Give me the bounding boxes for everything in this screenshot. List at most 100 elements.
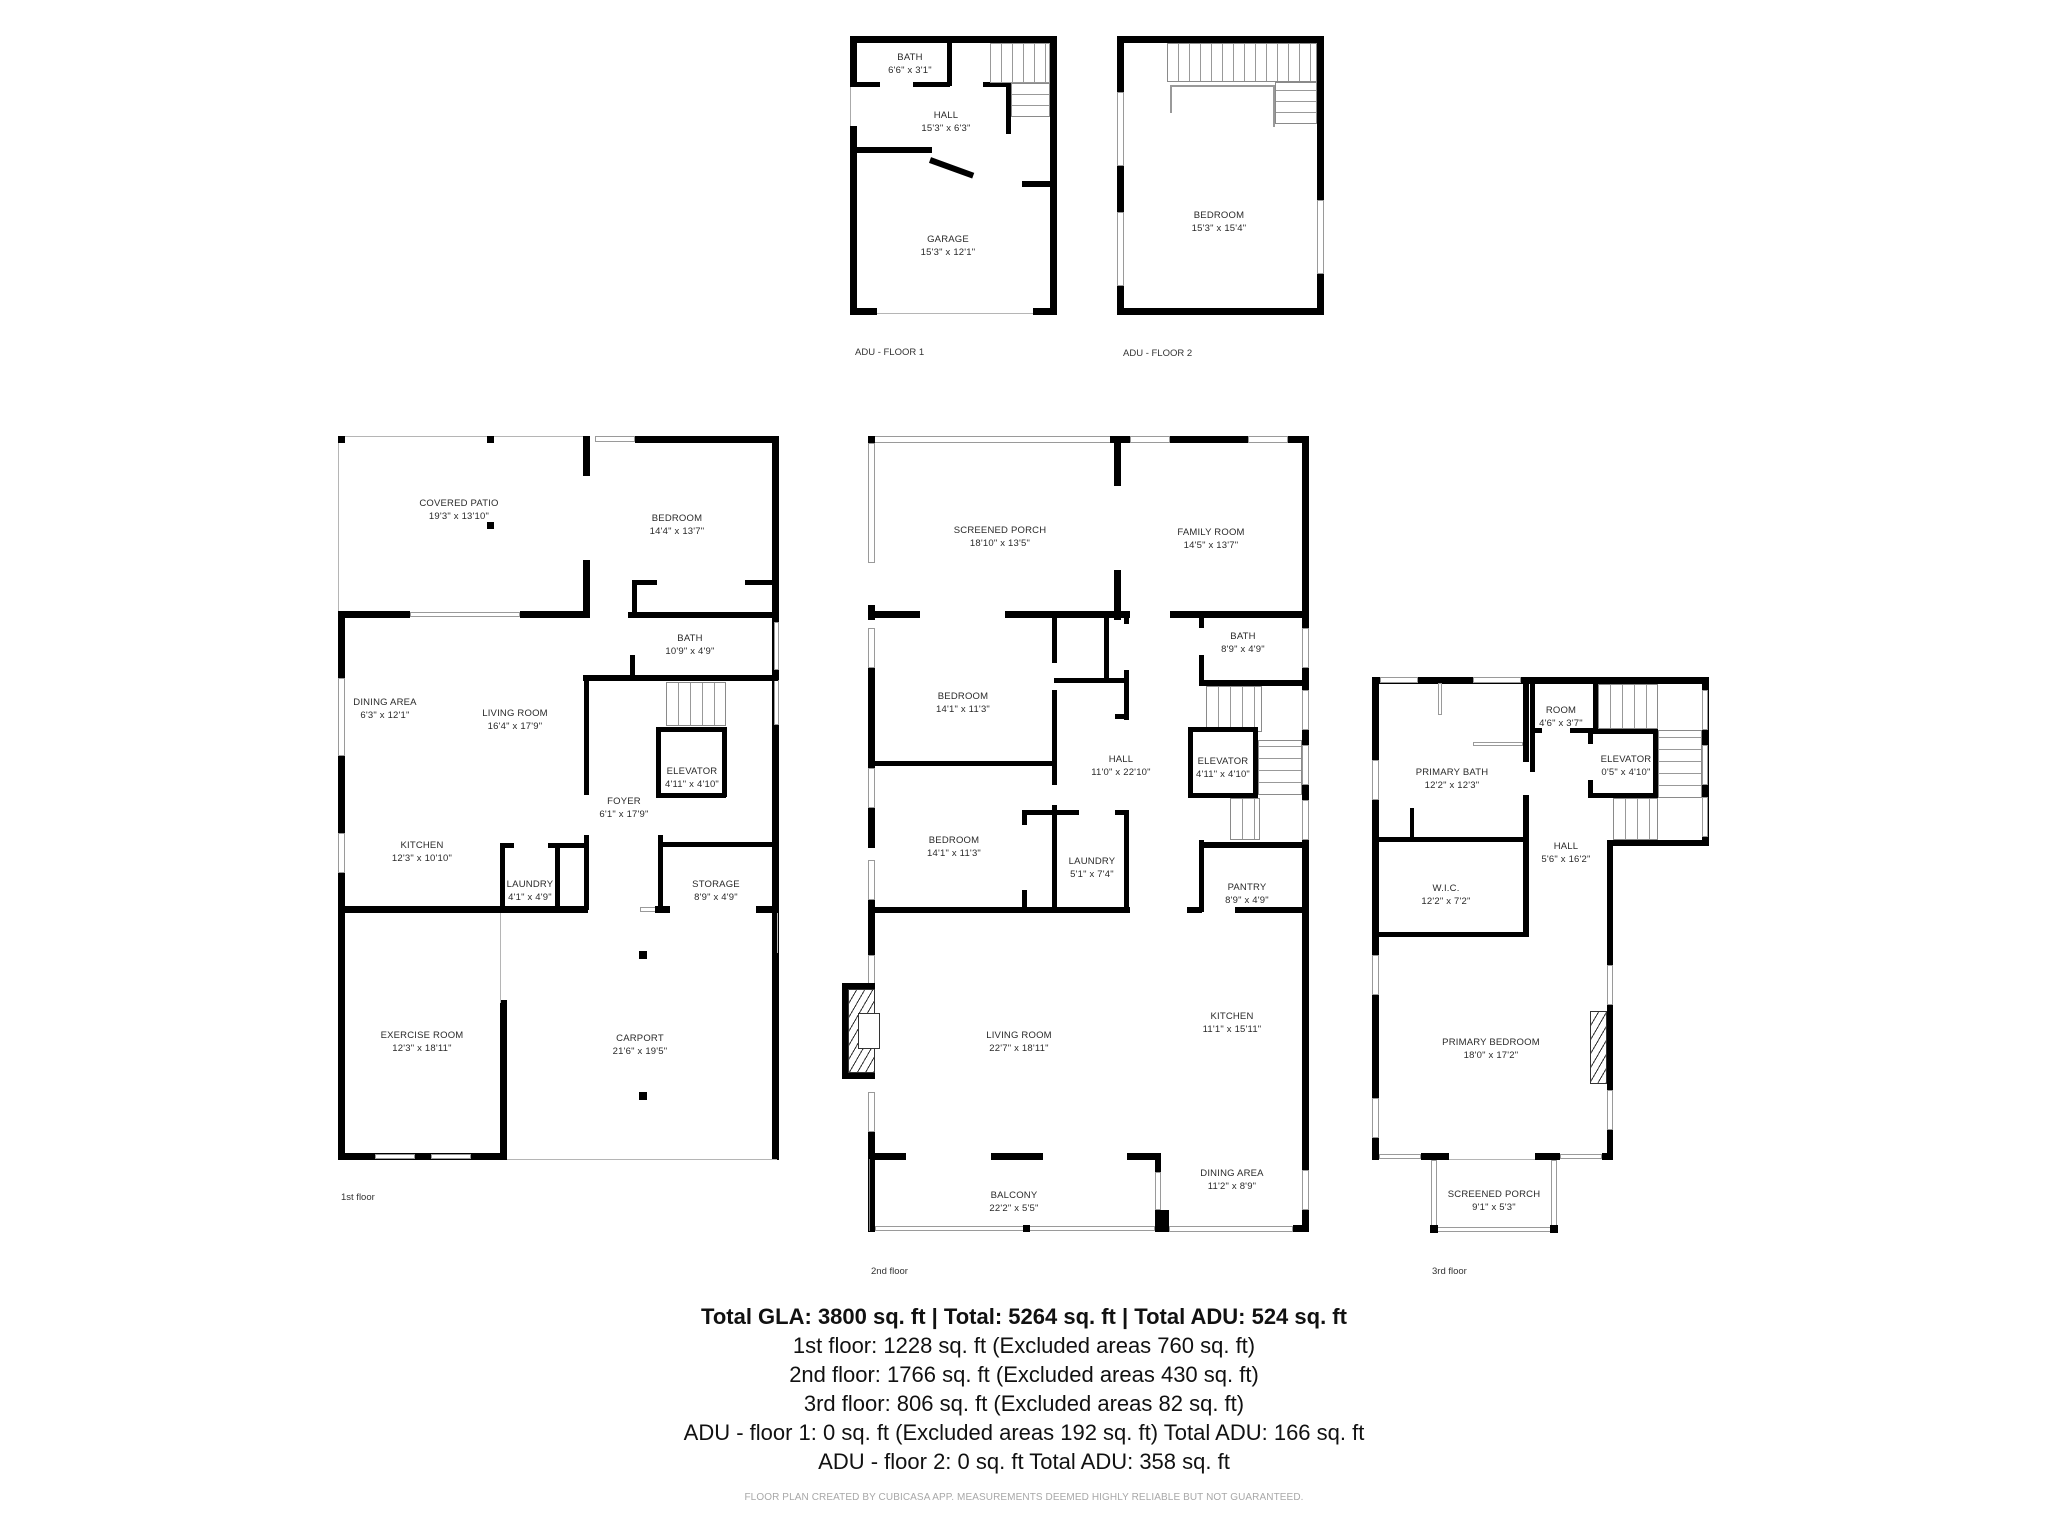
wall (1288, 436, 1308, 443)
stairs (1258, 740, 1302, 795)
wall (1421, 1153, 1449, 1160)
total-area-line: Total GLA: 3800 sq. ft | Total: 5264 sq.… (701, 1304, 1347, 1329)
window (774, 622, 779, 670)
room-label: BATH 8'9" x 4'9" (1221, 631, 1265, 655)
wall (1117, 308, 1324, 315)
wall (1530, 677, 1535, 772)
window (1117, 92, 1124, 166)
room-label: PANTRY 8'9" x 4'9" (1225, 882, 1269, 906)
wall (583, 675, 778, 681)
window (1380, 677, 1418, 683)
window (375, 1154, 415, 1159)
window (1607, 965, 1613, 1005)
wall (1372, 1153, 1379, 1160)
screen (1437, 1227, 1551, 1232)
wall (868, 808, 875, 848)
wall (1052, 690, 1057, 785)
wall (635, 436, 778, 443)
window (338, 833, 345, 873)
wall (1317, 36, 1324, 315)
wall (756, 906, 778, 913)
room-label: KITCHEN 12'3" x 10'10" (391, 840, 453, 864)
wall (1052, 805, 1057, 912)
wall (1372, 932, 1529, 937)
post (1550, 1225, 1558, 1233)
carport-edge (507, 1159, 777, 1160)
wall (1293, 1225, 1309, 1232)
wall (656, 793, 726, 798)
room-label: ROOM 4'6" x 3'7" (1539, 705, 1583, 729)
wall (1022, 810, 1057, 815)
window (1155, 1172, 1161, 1210)
wall (1188, 727, 1193, 797)
wall (1253, 727, 1258, 797)
wall (868, 668, 875, 768)
wall (745, 580, 775, 585)
wall (868, 1132, 875, 1157)
balcony-rail (869, 1159, 870, 1231)
wall (1124, 670, 1129, 720)
room-label: ELEVATOR 0'5" x 4'10" (1600, 754, 1652, 778)
wall (850, 308, 877, 315)
post (639, 1092, 647, 1100)
wall (722, 727, 727, 797)
window (1248, 436, 1288, 443)
wall (338, 611, 410, 618)
wall (632, 580, 637, 615)
window (1302, 628, 1309, 668)
wall (1653, 729, 1658, 798)
wall (1372, 677, 1708, 684)
wall (1588, 793, 1658, 798)
wall (1050, 36, 1057, 315)
wall (1410, 808, 1414, 838)
wall (868, 436, 875, 443)
room-label: LAUNDRY 4'1" x 4'9" (506, 879, 554, 903)
window (868, 443, 875, 563)
wall (1155, 1210, 1169, 1232)
wall (1054, 678, 1129, 683)
window (1302, 1170, 1309, 1210)
stairs (666, 682, 726, 726)
wall (850, 36, 1057, 43)
window (1372, 1098, 1379, 1138)
window (595, 436, 635, 442)
patio-edge (338, 436, 588, 437)
screen (1551, 1160, 1557, 1228)
window (868, 628, 875, 668)
stairs (1275, 82, 1317, 124)
wall (928, 157, 975, 179)
post (1023, 1225, 1030, 1232)
wall (983, 82, 1011, 87)
room-label: CARPORT 21'6" x 19'5" (612, 1033, 668, 1057)
wall (1588, 729, 1593, 744)
window (1702, 797, 1708, 837)
room-label: EXERCISE ROOM 12'3" x 18'11" (380, 1030, 464, 1054)
wall (584, 835, 589, 910)
room-label: BEDROOM 14'1" x 11'3" (927, 835, 981, 859)
room-label: FOYER 6'1" x 17'9" (599, 796, 649, 820)
stairs (1167, 43, 1317, 82)
wall (868, 900, 875, 955)
wall (1535, 1153, 1560, 1160)
room-label: BEDROOM 15'3" x 15'4" (1191, 210, 1247, 234)
wall (1602, 1153, 1613, 1160)
window (410, 612, 520, 617)
window (868, 1092, 875, 1132)
wall (1124, 810, 1129, 912)
room-label: GARAGE 15'3" x 12'1" (920, 234, 976, 258)
room-label: ELEVATOR 4'11" x 4'10" (1196, 756, 1250, 780)
area-summary: Total GLA: 3800 sq. ft | Total: 5264 sq.… (0, 1302, 2048, 1476)
wall (1155, 1153, 1161, 1172)
wall (1523, 795, 1529, 920)
wall (1530, 728, 1542, 733)
wall (868, 907, 1130, 913)
disclaimer: FLOOR PLAN CREATED BY CUBICASA APP. MEAS… (744, 1492, 1304, 1503)
floor-label: 3rd floor (1432, 1266, 1467, 1277)
wall (500, 843, 514, 848)
window (338, 678, 345, 756)
room-label: DINING AREA 6'3" x 12'1" (353, 697, 417, 721)
room-label: HALL 5'6" x 16'2" (1541, 841, 1591, 865)
wall (850, 36, 857, 86)
wall (868, 1153, 906, 1160)
door-threshold (640, 907, 656, 912)
